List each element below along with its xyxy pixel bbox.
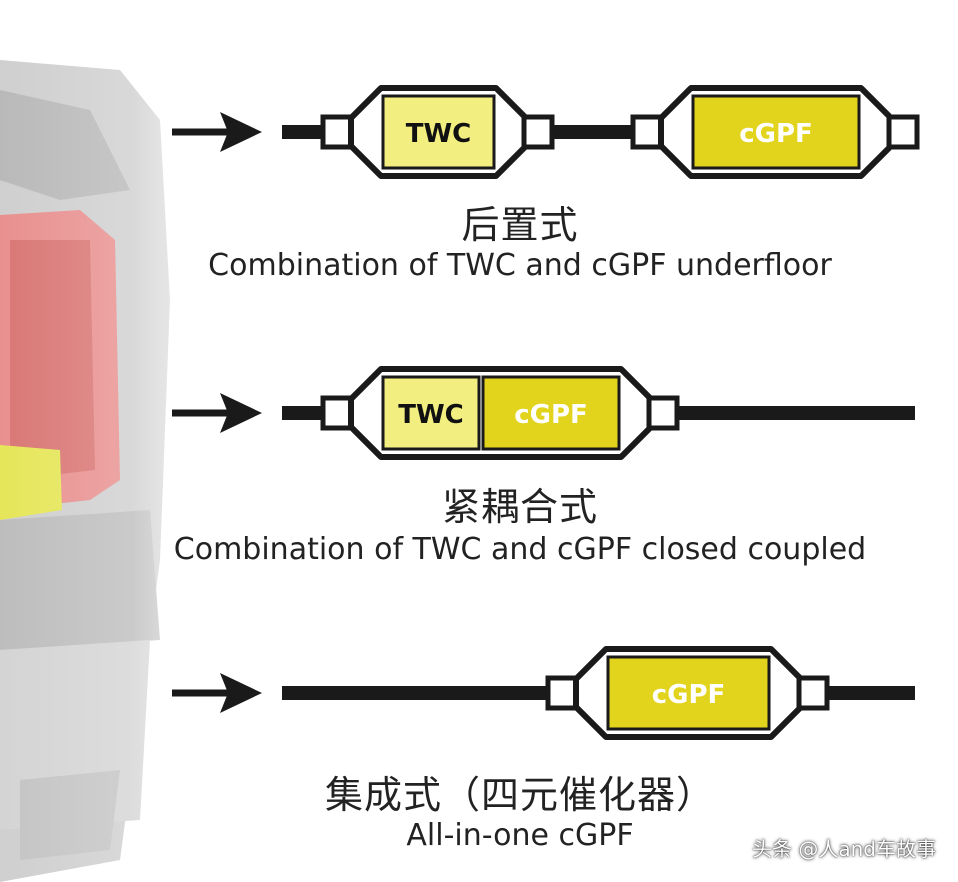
- row3-cn-label: 集成式（四元催化器）: [324, 773, 715, 817]
- row2-canister1-cgpf-block: [481, 375, 621, 451]
- row1-canister1-twc-block: [381, 94, 496, 170]
- row2-canister1-twc-block: [381, 375, 481, 451]
- row1-canister2-inlet-flange: [630, 114, 664, 150]
- row1-canister2-cgpf-block: [691, 94, 861, 170]
- row1-canister1-twc-label: TWC: [406, 119, 472, 149]
- row2-canister1-twc-label: TWC: [398, 400, 464, 430]
- row3-canister1-inlet-flange: [545, 675, 579, 711]
- flow-arrow-2-head: [220, 393, 262, 433]
- row2-canister1-cgpf-label: cGPF: [514, 400, 588, 430]
- flow-arrow-1-head: [220, 112, 262, 152]
- row1-canister1-inlet-flange: [320, 114, 354, 150]
- row3-canister1-cgpf-label: cGPF: [652, 680, 726, 710]
- row2-cn-label: 紧耦合式: [441, 485, 598, 529]
- row1-canister2-cgpf-label: cGPF: [739, 119, 813, 149]
- flow-arrow-3-head: [220, 673, 262, 713]
- row1-canister2-outlet-flange: [886, 114, 920, 150]
- row3-en-label: All-in-one cGPF: [406, 818, 634, 853]
- row2-canister1-outlet-flange: [646, 395, 680, 431]
- row2-canister1-inlet-flange: [320, 395, 354, 431]
- row1-en-label: Combination of TWC and cGPF underfloor: [208, 248, 832, 283]
- row3-canister1-outlet-flange: [796, 675, 830, 711]
- row1-cn-label: 后置式: [461, 203, 579, 247]
- row2-en-label: Combination of TWC and cGPF closed coupl…: [173, 532, 867, 567]
- row1-canister1-outlet-flange: [521, 114, 555, 150]
- row3-canister1-cgpf-block: [606, 655, 771, 731]
- watermark: 头条 @人and车故事: [752, 837, 936, 861]
